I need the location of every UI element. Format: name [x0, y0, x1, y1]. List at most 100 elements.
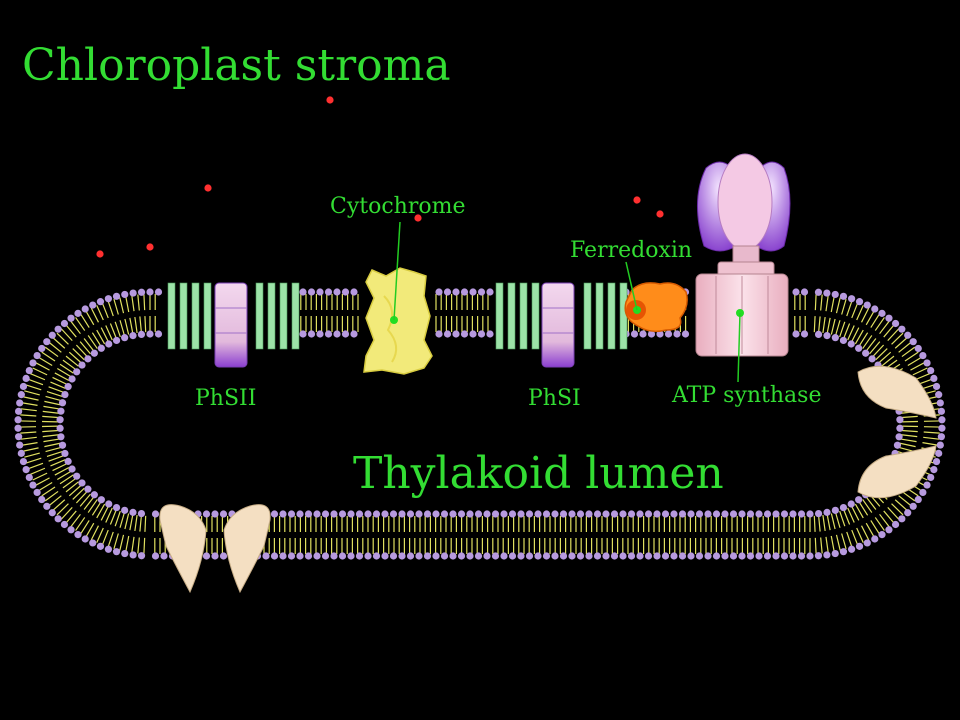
lipid-head [863, 539, 871, 547]
lipid-head [670, 510, 678, 518]
lipid-tail [22, 442, 61, 452]
lipid-head [355, 510, 364, 518]
proton-dot-icon [633, 196, 641, 204]
lipid-head [81, 535, 89, 543]
lipid-tail [901, 425, 940, 428]
lipid-head [58, 399, 67, 407]
lipid-tail [113, 298, 126, 336]
lipid-tail [52, 484, 82, 511]
lipid-head [287, 510, 296, 518]
lipid-head [619, 510, 627, 518]
lipid-head [871, 305, 879, 313]
lipid-head [500, 552, 508, 560]
lipid-head [491, 510, 500, 518]
transmembrane-helix [191, 282, 200, 350]
lipid-head [914, 344, 922, 353]
lipid-head [48, 509, 56, 517]
lipid-tail [20, 429, 59, 434]
lipid-head [129, 551, 137, 559]
lipid-head [486, 330, 494, 338]
lipid-head [372, 510, 381, 518]
lipid-head [602, 552, 610, 560]
lipid-head [121, 549, 129, 558]
transmembrane-helix [519, 282, 528, 350]
lipid-head [746, 510, 755, 518]
lipid-head [61, 390, 69, 399]
lipid-head [17, 449, 25, 457]
lipid-tail [813, 294, 817, 333]
lipid-head [936, 399, 944, 407]
lipid-tail [854, 310, 875, 345]
lipid-head [105, 340, 113, 348]
transmembrane-helix [619, 282, 628, 350]
lipid-head [90, 491, 98, 499]
lipid-head [695, 552, 704, 560]
atp-synthase [695, 153, 791, 383]
lipid-head [647, 330, 656, 338]
lipid-tail [847, 507, 864, 543]
lipid-tail [843, 509, 859, 546]
lipid-head [19, 457, 28, 466]
lipid-head [893, 441, 902, 449]
lipid-head [96, 298, 105, 306]
lipid-head [878, 531, 886, 539]
lipid-head [341, 288, 350, 296]
lipid-tail [901, 434, 940, 440]
lipid-tail [20, 434, 59, 440]
lipid-head [304, 510, 313, 518]
lipid-head [542, 552, 551, 560]
lipid-head [54, 325, 62, 333]
lipid-tail [883, 346, 916, 371]
lipid-head [712, 552, 721, 560]
lipid-head [84, 485, 92, 493]
lipid-head [904, 331, 912, 339]
lipid-head [932, 457, 941, 466]
lipid-head [932, 382, 941, 391]
lipid-head [891, 520, 900, 529]
lipid-head [466, 510, 474, 518]
lipid-tail [881, 341, 912, 367]
lipid-head [891, 319, 900, 328]
lipid-head [435, 288, 443, 296]
lipid-head [43, 502, 51, 510]
lipid-head [780, 510, 789, 518]
lipid-head [847, 295, 856, 303]
lipid-head [772, 510, 780, 518]
lipid-head [814, 509, 823, 518]
lipid-head [14, 416, 22, 424]
stroma-title: Chloroplast stroma [22, 40, 451, 91]
lipid-head [270, 510, 279, 518]
lipid-tail [90, 307, 109, 343]
lipid-tail [29, 459, 66, 476]
lipid-head [831, 290, 839, 299]
lipid-tail [125, 296, 134, 334]
lipid-tail [38, 470, 72, 492]
lipid-head [923, 359, 931, 367]
proton-dot-icon [414, 214, 422, 222]
lipid-head [576, 510, 585, 518]
lipid-head [593, 552, 602, 560]
atp-synthase-pointer [737, 312, 741, 383]
lipid-head [350, 288, 358, 296]
lipid-head [704, 510, 712, 518]
lipid-head [738, 510, 746, 518]
lipid-head [16, 441, 24, 449]
lipid-tail [20, 420, 59, 423]
lipid-head [105, 500, 113, 508]
lipid-head [15, 433, 23, 441]
lipid-head [460, 288, 469, 296]
lipid-tail [826, 514, 835, 552]
lipid-head [423, 552, 432, 560]
lipid-head [316, 330, 324, 338]
lipid-head [937, 407, 945, 415]
lipid-tail [75, 499, 98, 531]
proton-dot-icon [326, 96, 334, 104]
lipid-head [712, 510, 721, 518]
lipid-head [678, 552, 687, 560]
lipid-tail [20, 414, 59, 419]
lipid-tail [107, 510, 121, 548]
lipid-tail [878, 337, 908, 364]
lipid-tail [900, 438, 939, 446]
lipid-head [491, 552, 500, 560]
lipid-head [823, 551, 831, 559]
